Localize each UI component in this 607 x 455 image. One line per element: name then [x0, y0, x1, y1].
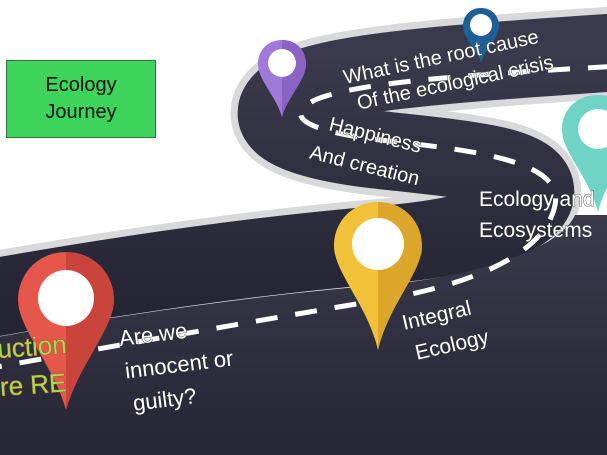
pin-ecosystems — [562, 95, 607, 212]
road-body — [0, 13, 607, 337]
pin-integral-hole — [352, 218, 404, 270]
title-line-1: Ecology — [45, 74, 117, 96]
pin-introduction-hole — [38, 270, 94, 326]
pin-happiness — [258, 40, 306, 117]
label-introduction-line2: re RE — [0, 367, 67, 402]
pin-ecosystems-hole — [578, 109, 607, 149]
pin-root-cause — [463, 8, 499, 63]
pin-happiness-hole — [268, 49, 296, 77]
pin-integral — [334, 202, 422, 350]
label-ecosystems-line1: Ecology and — [479, 188, 595, 211]
label-introduction-line1: uction — [0, 329, 68, 364]
label-ecosystems: Ecology and Ecosystems — [479, 188, 595, 243]
road-center-dashes — [0, 64, 607, 369]
pin-introduction — [18, 252, 114, 410]
road-bottom-fill — [0, 215, 607, 455]
title-line-2: Journey — [45, 101, 117, 123]
pin-root-cause-hole — [470, 14, 492, 36]
road — [0, 6, 607, 455]
label-introduction: uction re RE — [0, 329, 68, 403]
label-ecosystems-line2: Ecosystems — [479, 219, 592, 242]
